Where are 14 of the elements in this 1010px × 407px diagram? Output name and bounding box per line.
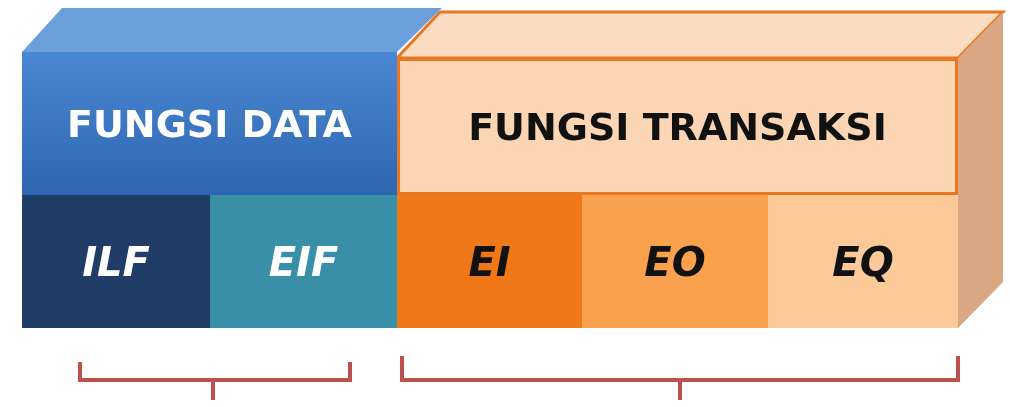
block-label: EIF: [268, 238, 339, 285]
function-block: [397, 195, 582, 328]
function-block: [210, 195, 397, 328]
category-block: [22, 52, 397, 195]
block-label: EQ: [832, 238, 894, 285]
block-label: EO: [644, 238, 706, 285]
block-label: FUNGSI TRANSAKSI: [468, 104, 887, 149]
block-label: EI: [468, 238, 511, 285]
category-block: [397, 58, 958, 195]
block-label: ILF: [82, 238, 150, 285]
function-block: [768, 195, 958, 328]
block-label: FUNGSI DATA: [67, 101, 352, 146]
function-block: [22, 195, 210, 328]
function-block: [582, 195, 768, 328]
